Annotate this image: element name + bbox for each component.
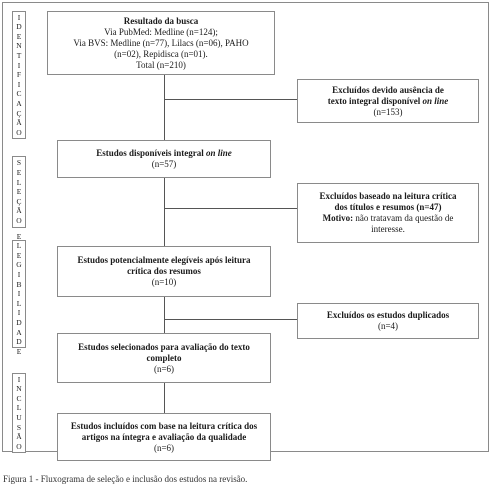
connector-elegiveis-selecionados — [164, 297, 165, 333]
elegiveis-l2: crítica dos resumos — [127, 266, 201, 276]
incluidos-count: (n=6) — [153, 442, 175, 453]
box-estudos-selecionados: Estudos selecionados para avaliação do t… — [57, 333, 271, 383]
disponiveis-count: (n=57) — [151, 159, 177, 169]
busca-pubmed: Via PubMed: Medline (n=124); — [104, 26, 218, 37]
elegiveis-count: (n=10) — [151, 277, 177, 287]
phase-elegibilidade: E L E G I B I L I D A D E — [12, 232, 26, 356]
connector-disponiveis-elegiveis — [164, 178, 165, 246]
excl-texto-l1: Excluídos devido ausência de — [332, 84, 444, 95]
excl-leitura-l4: interesse. — [371, 224, 405, 234]
busca-total: Total (n=210) — [136, 59, 186, 70]
box-estudos-elegiveis: Estudos potencialmente elegíveis após le… — [57, 246, 271, 297]
disponiveis-l1-italic: on line — [206, 148, 232, 158]
excl-leitura-motivo-text: não tratavam da questão de — [353, 213, 454, 223]
elegiveis-l1: Estudos potencialmente elegíveis após le… — [77, 255, 251, 265]
excl-leitura-l1: Excluídos baseado na leitura crítica — [319, 191, 457, 201]
phase-selecao: S E L E Ç Ã O — [12, 156, 26, 228]
selecionados-count: (n=6) — [153, 363, 175, 374]
excl-leitura-l2: dos títulos e resumos (n=47) — [334, 202, 442, 212]
connector-to-excl-texto — [164, 99, 297, 100]
figure-caption: Figura 1 - Fluxograma de seleção e inclu… — [3, 474, 248, 484]
busca-bvs-cont: (n=02), Repidisca (n=01). — [114, 48, 208, 59]
disponiveis-l1: Estudos disponíveis integral on line — [96, 148, 232, 159]
phase-inclusao: I N C L U S Ã O — [12, 373, 26, 453]
connector-busca-disponiveis — [164, 75, 165, 155]
selecionados-l1: Estudos selecionados para avaliação do t… — [78, 341, 250, 352]
box-excluidos-leitura-critica: Excluídos baseado na leitura crítica dos… — [297, 183, 479, 243]
excl-texto-l2-italic: on line — [422, 95, 449, 106]
busca-title: Resultado da busca — [123, 15, 199, 26]
connector-selecionados-incluidos — [164, 383, 165, 413]
box-estudos-incluidos: Estudos incluídos com base na leitura cr… — [57, 413, 271, 461]
excl-texto-count: (n=153) — [373, 106, 403, 117]
excl-leitura-motivo: Motivo: — [322, 213, 354, 223]
box-resultado-busca: Resultado da busca Via PubMed: Medline (… — [47, 11, 275, 75]
box-excluidos-texto-integral: Excluídos devido ausência de texto integ… — [297, 79, 479, 123]
duplicados-l1: Excluídos os estudos duplicados — [326, 310, 450, 320]
phase-identificacao: I D E N T I F I C A Ç Ã O — [12, 11, 26, 139]
excl-texto-l2-text: texto integral disponível — [327, 95, 423, 106]
connector-to-excl-leitura — [164, 208, 297, 209]
duplicados-count: (n=4) — [377, 321, 399, 331]
connector-to-duplicados — [164, 319, 297, 320]
selecionados-l2: completo — [146, 352, 182, 363]
box-excluidos-duplicados: Excluídos os estudos duplicados (n=4) — [297, 303, 479, 339]
incluidos-l1: Estudos incluídos com base na leitura cr… — [70, 420, 258, 431]
box-estudos-disponiveis: Estudos disponíveis integral on line (n=… — [57, 140, 271, 178]
excl-texto-l2: texto integral disponível on line — [328, 96, 449, 107]
excl-leitura-l3: Motivo: não tratavam da questão de — [323, 213, 454, 224]
busca-bvs: Via BVS: Medline (n=77), Lilacs (n=06), … — [73, 37, 249, 48]
disponiveis-l1-text: Estudos disponíveis integral — [96, 148, 206, 158]
incluidos-l2: artigos na íntegra e avaliação da qualid… — [81, 431, 247, 442]
flowchart-frame: I D E N T I F I C A Ç Ã O S E L E Ç Ã O … — [2, 2, 489, 461]
